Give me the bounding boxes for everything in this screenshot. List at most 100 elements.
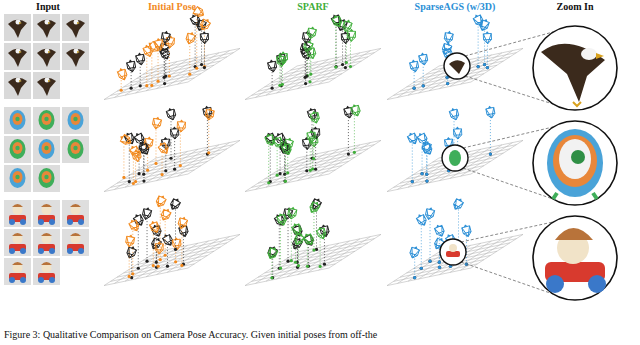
camera-outline: [422, 144, 434, 157]
camera-outline: [410, 61, 420, 72]
camera-outline: [434, 225, 445, 237]
camera-up-marker: [346, 19, 351, 23]
camera-drop-line: [129, 246, 130, 277]
camera-frustum: [331, 14, 343, 29]
camera-up-marker: [420, 52, 424, 55]
camera-frustum: [452, 197, 465, 212]
grid-line: [117, 260, 201, 278]
toy-car-wheel: [67, 219, 73, 225]
grid-line: [167, 239, 219, 273]
zoom-circle: [533, 121, 617, 205]
grid-line: [252, 78, 336, 96]
grid-line: [298, 241, 350, 275]
camera-outline: [307, 132, 316, 143]
camera-outline: [316, 228, 327, 240]
toy-egg-band: [71, 113, 81, 125]
camera-up-marker: [130, 145, 135, 149]
camera-ground-dot: [276, 174, 279, 177]
grid-line: [308, 145, 360, 179]
camera-outline: [425, 209, 435, 221]
camera-up-marker: [144, 44, 149, 48]
camera-drop-line: [316, 209, 317, 249]
camera-drop-line: [121, 79, 122, 90]
grid-line: [157, 55, 209, 89]
camera-ground-dot: [180, 264, 183, 267]
camera-up-marker: [414, 246, 419, 250]
camera-drop-line: [169, 47, 170, 76]
toy-car-wheel: [9, 277, 15, 283]
camera-ground-dot: [142, 180, 145, 183]
camera-outline: [419, 54, 429, 65]
camera-up-marker: [119, 135, 123, 140]
camera-up-marker: [408, 132, 413, 136]
camera-frustum: [330, 13, 343, 28]
camera-ground-dot: [413, 87, 416, 90]
camera-up-marker: [161, 195, 166, 199]
camera-outline: [155, 40, 165, 51]
camera-up-marker: [435, 224, 440, 228]
input-thumbnail: [4, 136, 31, 163]
camera-drop-line: [204, 43, 205, 68]
eagle-beak: [48, 80, 51, 82]
camera-drop-line: [155, 128, 156, 163]
camera-up-marker: [204, 105, 208, 108]
eagle-head: [581, 48, 597, 60]
eagle-beak: [19, 22, 22, 24]
toy-egg: [10, 110, 26, 130]
camera-drop-line: [158, 253, 159, 266]
camera-drop-line: [305, 54, 306, 78]
camera-ground-dot: [349, 65, 352, 68]
camera-drop-line: [175, 209, 176, 249]
camera-up-marker: [304, 233, 309, 237]
camera-frustum: [441, 41, 453, 55]
camera-up-marker: [175, 198, 180, 202]
camera-ground-dot: [422, 84, 425, 87]
camera-frustum: [302, 232, 315, 247]
camera-frustum: [142, 206, 153, 220]
camera-outline: [462, 226, 472, 238]
camera-outline: [277, 214, 288, 226]
camera-up-marker: [485, 31, 489, 34]
camera-drop-line: [345, 43, 346, 68]
camera-up-marker: [333, 14, 338, 18]
camera-outline: [331, 15, 343, 28]
camera-ground-dot: [179, 164, 182, 167]
input-thumbnail: [33, 14, 60, 41]
camera-ground-dot: [428, 260, 431, 263]
input-thumbnail: [62, 43, 89, 70]
camera-outline: [267, 247, 278, 259]
toy-egg: [39, 139, 55, 159]
camera-drop-line: [208, 119, 209, 153]
camera-drop-line: [315, 138, 316, 169]
camera-up-marker: [152, 224, 157, 228]
camera-up-marker: [156, 38, 160, 41]
camera-drop-line: [183, 236, 184, 264]
toy-egg: [68, 139, 84, 159]
camera-drop-line: [490, 117, 491, 154]
camera-frustum: [150, 236, 163, 251]
camera-drop-line: [135, 161, 136, 182]
camera-drop-line: [270, 144, 271, 182]
toy-car-wheel: [49, 277, 55, 283]
camera-ground-dot: [128, 180, 131, 183]
grid-line: [461, 237, 513, 271]
toy-egg-band: [42, 142, 52, 154]
camera-drop-line: [414, 71, 415, 88]
camera-frustum: [272, 135, 285, 150]
camera-ground-dot: [120, 89, 123, 92]
camera-up-marker: [278, 213, 283, 217]
camera-up-marker: [119, 67, 124, 71]
camera-frustum: [287, 206, 297, 220]
eagle-body: [541, 44, 605, 102]
camera-ground-dot: [335, 65, 338, 68]
camera-frustum: [461, 223, 472, 237]
camera-frustum: [485, 105, 495, 119]
camera-ground-dot: [286, 260, 289, 263]
camera-ground-dot: [156, 80, 159, 83]
camera-up-marker: [147, 41, 151, 46]
camera-up-marker: [163, 137, 167, 140]
camera-frustum: [409, 59, 419, 73]
camera-ground-dot: [411, 180, 414, 183]
toy-egg-hole: [15, 117, 19, 121]
camera-up-marker: [172, 126, 176, 129]
